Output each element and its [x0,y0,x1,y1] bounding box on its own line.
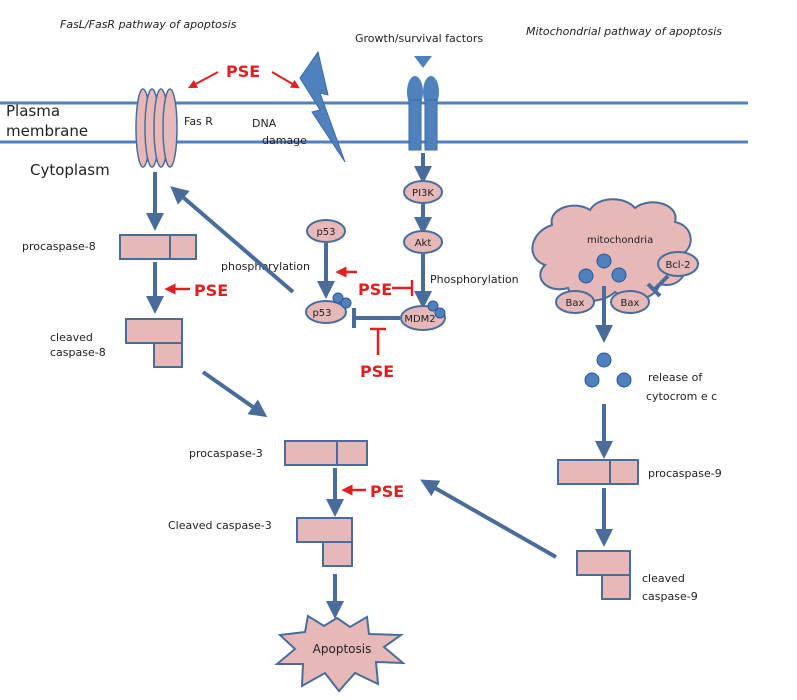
procaspase3-label: procaspase-3 [189,447,263,460]
procaspase3-block [284,440,368,466]
p53-top-node [306,219,346,243]
mdm2-node [400,305,446,331]
akt-node [403,230,443,254]
p53-bottom-node [305,300,347,324]
pse-caspase3: PSE [370,482,404,501]
plasma-label: Plasma [6,102,60,120]
mitochondria-cloud [531,198,692,302]
apoptosis-starburst [274,614,406,693]
membrane-label: membrane [6,122,88,140]
pse-caspase8: PSE [194,281,228,300]
dna-damage-label-1: DNA [252,117,277,130]
bax-left-label: Bax [566,298,585,309]
mdm2-phosphate-2 [434,307,446,319]
cytochrome-c-dot-2 [584,372,600,388]
mitochondria-label: mitochondria [587,235,653,246]
apoptosis-label: Apoptosis [313,642,372,656]
lightning-bolt-icon [299,50,346,163]
cleaved-caspase8-block [125,318,183,368]
mitochondrial-pathway-heading: Mitochondrial pathway of apoptosis [526,25,722,38]
bcl2-inhibits-bax-bar [646,282,662,298]
bcl2-node [657,251,699,277]
pse-p53: PSE [358,280,392,299]
pi3k-label: PI3K [412,188,434,199]
cleaved-caspase8-label-2: caspase-8 [50,346,106,359]
pse-top-arrow-left [188,71,219,89]
cytochrome-c-dot-mito-2 [578,268,594,284]
cytochrome-c-dot-3 [616,372,632,388]
bax-right-label: Bax [621,298,640,309]
cytoplasm-label: Cytoplasm [30,161,110,179]
procaspase8-block [119,234,197,260]
pse-mdm2: PSE [360,362,394,381]
bcl2-label: Bcl-2 [665,260,690,271]
cleaved-caspase3-label: Cleaved caspase-3 [168,519,272,532]
cleaved-caspase9-label-2: caspase-9 [642,590,698,603]
p53-phosphate-1 [332,292,344,304]
growth-factors-heading: Growth/survival factors [355,32,483,45]
fas-receptor [135,88,178,168]
cytochrome-c-dot-1 [596,352,612,368]
dna-damage-label-2: damage [262,134,307,147]
p53-top-label: p53 [316,227,335,238]
cytochrome-c-dot-mito-1 [596,253,612,269]
mdm2-label: MDM2 [404,314,435,325]
cleaved-caspase9-label-1: cleaved [642,572,685,585]
pse-top-arrow-right [271,71,300,89]
cleaved-caspase9-block [576,550,631,600]
pse-top: PSE [226,62,260,81]
fasr-label: Fas R [184,115,213,128]
bax-left-node [555,290,595,314]
cleaved-caspase3-block [296,517,353,567]
arrow-caspase8-to-procaspase3 [201,370,268,418]
bcl2-inhibits-bax [652,274,670,292]
arrow-caspase9-to-procaspase3 [420,479,557,559]
mdm2-phosphate-1 [427,300,439,312]
p53-bottom-label: p53 [312,308,331,319]
cytochrome-c-dot-mito-3 [611,267,627,283]
release-label-2: cytocrom e c [646,390,717,403]
phosphorylation-right-label: Phosphorylation [430,273,519,286]
bax-right-node [610,290,650,314]
fas-pathway-heading: FasL/FasR pathway of apoptosis [60,18,237,31]
akt-label: Akt [415,238,432,249]
pi3k-node [403,180,443,204]
procaspase9-label: procaspase-9 [648,467,722,480]
p53-phosphate-2 [340,297,352,309]
arrow-p53-to-fas [170,186,295,294]
procaspase8-label: procaspase-8 [22,240,96,253]
procaspase9-block [557,459,639,485]
cleaved-caspase8-label-1: cleaved [50,331,93,344]
release-label-1: release of [648,371,703,384]
growth-factor-receptor [407,56,439,151]
